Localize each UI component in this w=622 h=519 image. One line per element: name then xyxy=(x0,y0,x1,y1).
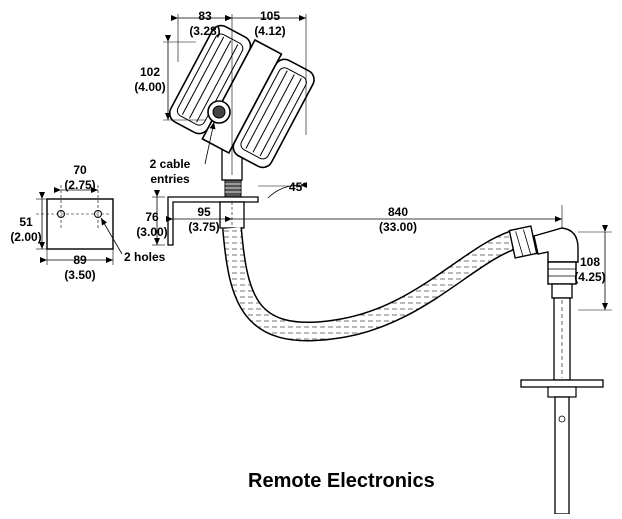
housing-dimensions xyxy=(163,14,308,199)
housing-height-in: (4.00) xyxy=(134,80,165,94)
flexible-cable xyxy=(222,227,523,342)
figure-caption: Remote Electronics xyxy=(248,470,435,492)
housing-width-mm: 83 xyxy=(198,9,212,23)
plate-width-top-in: (2.75) xyxy=(64,178,95,192)
cable-dimensions xyxy=(232,205,612,311)
cable-fitting xyxy=(508,225,604,515)
plate-height-mm: 51 xyxy=(19,215,33,229)
cable-length-mm: 840 xyxy=(388,205,408,219)
mounting-plate xyxy=(36,185,123,265)
cable-length-in: (33.00) xyxy=(379,220,417,234)
fitting-height-in: (4.25) xyxy=(574,270,605,284)
holes-label: 2 holes xyxy=(124,250,166,264)
housing-depth-mm: 105 xyxy=(260,9,280,23)
plate-width-top-mm: 70 xyxy=(73,163,87,177)
bracket-height-in: (3.00) xyxy=(136,225,167,239)
plate-width-bottom-mm: 89 xyxy=(73,253,87,267)
cable-entries-label-2: entries xyxy=(150,172,190,186)
bracket-height-mm: 76 xyxy=(145,210,159,224)
plate-width-bottom-in: (3.50) xyxy=(64,268,95,282)
housing-depth-in: (4.12) xyxy=(254,24,285,38)
angle-label: 45° xyxy=(289,180,307,194)
plate-height-in: (2.00) xyxy=(10,230,41,244)
bracket-width-in: (3.75) xyxy=(188,220,219,234)
cable-entries-label-1: 2 cable xyxy=(150,157,191,171)
fitting-height-mm: 108 xyxy=(580,255,600,269)
housing-height-mm: 102 xyxy=(140,65,160,79)
bracket-width-mm: 95 xyxy=(197,205,211,219)
housing-width-in: (3.28) xyxy=(189,24,220,38)
mounting-bracket xyxy=(152,190,259,246)
